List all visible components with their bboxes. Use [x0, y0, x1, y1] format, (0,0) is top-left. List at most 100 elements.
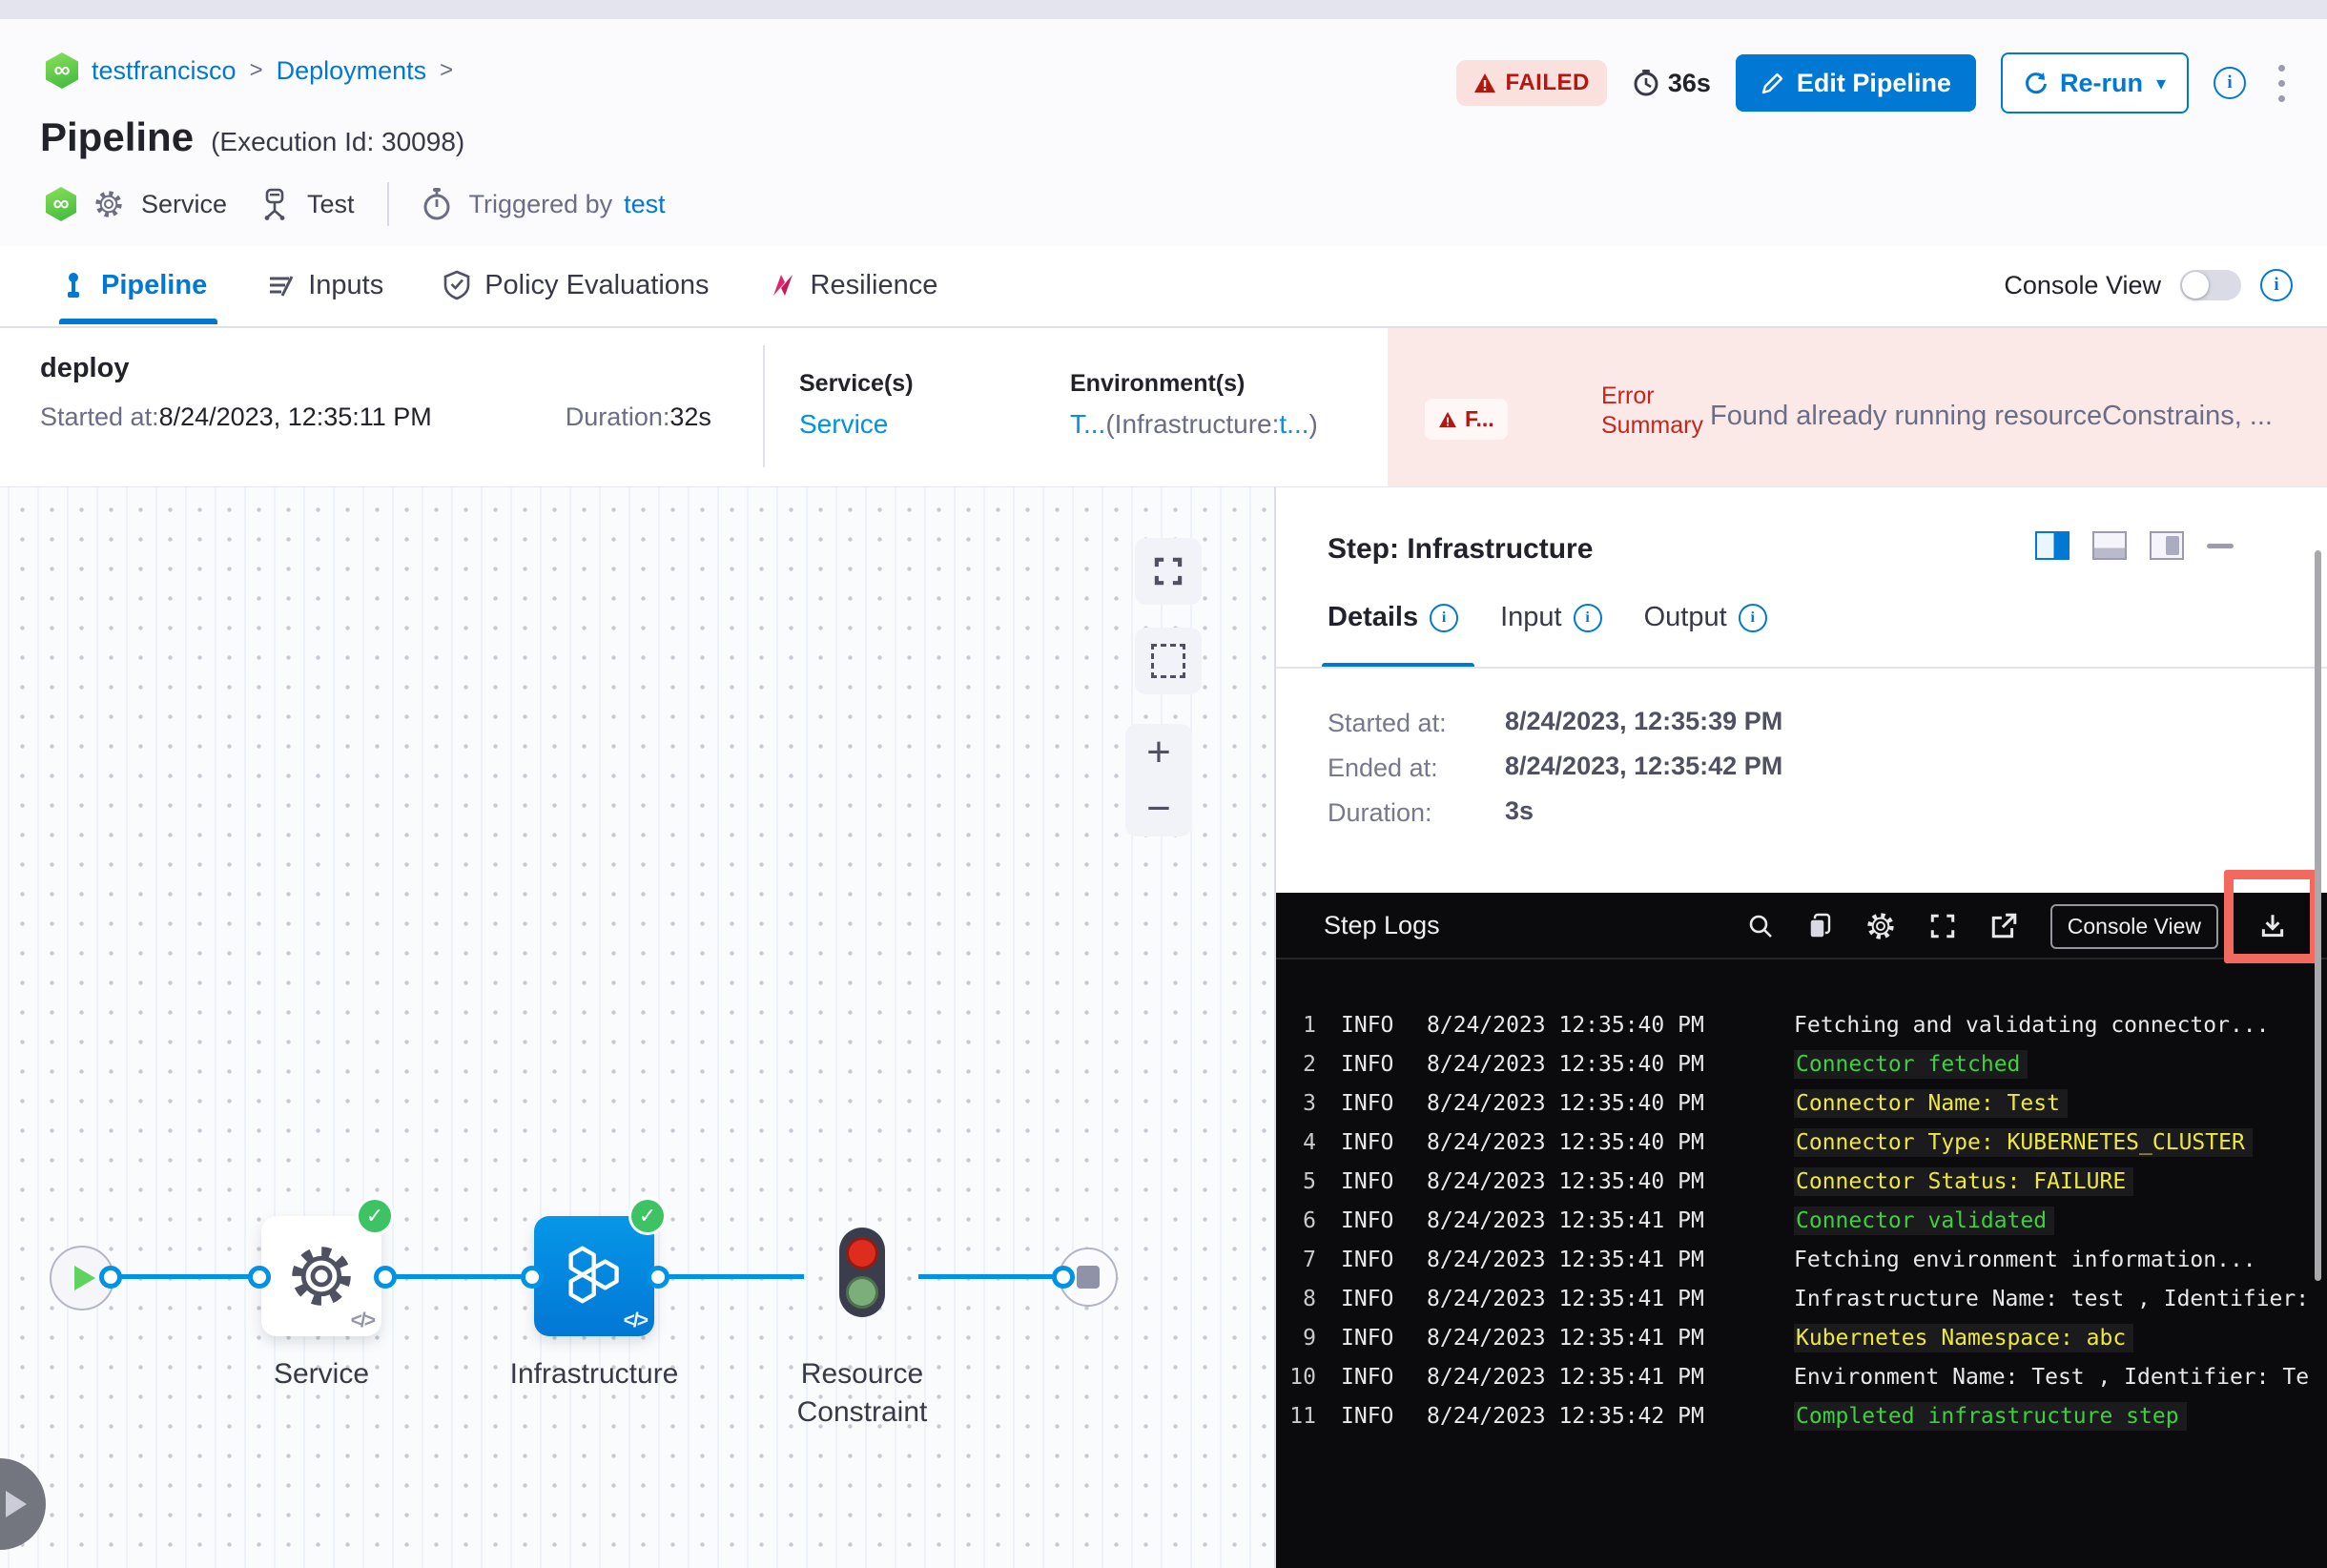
tab-details-label: Details [1328, 602, 1419, 632]
tab-output[interactable]: Output i [1644, 602, 1767, 633]
open-logs-new-tab-button[interactable] [1989, 912, 2018, 940]
console-view-toggle[interactable] [2180, 270, 2241, 300]
download-logs-button[interactable] [2251, 912, 2295, 940]
zoom-controls: + − [1125, 724, 1192, 836]
meta-test-label[interactable]: Test [307, 189, 355, 218]
output-info-icon[interactable]: i [1738, 603, 1767, 632]
log-line-number: 9 [1303, 1325, 1316, 1351]
input-info-icon[interactable]: i [1573, 603, 1602, 632]
gear-icon [1867, 913, 1894, 939]
code-mark: </> [623, 1310, 649, 1331]
copy-logs-button[interactable] [1806, 912, 1833, 940]
minimize-panel-button[interactable] [2207, 543, 2234, 548]
log-line-level: INFO [1341, 1012, 1394, 1038]
layout-right-panel-icon[interactable] [2150, 531, 2184, 560]
log-line-message: Kubernetes Namespace: abc [1794, 1323, 2134, 1352]
main-content: ✓ </> Service ✓ </> Infrastructure [0, 486, 2327, 1568]
warning-triangle-icon [1473, 73, 1495, 93]
warning-triangle-icon [1439, 411, 1456, 427]
panel-scrollbar-thumb[interactable] [2315, 550, 2321, 1281]
tab-details[interactable]: Details i [1328, 602, 1459, 633]
stage-failed-badge: F... [1425, 399, 1508, 440]
services-label: Service(s) [799, 370, 914, 397]
log-line-message: Connector fetched [1794, 1049, 2028, 1079]
divider [1276, 667, 2327, 669]
log-line-message: Connector validated [1794, 1206, 2055, 1235]
tab-resilience[interactable]: Resilience [769, 269, 938, 301]
details-info-icon[interactable]: i [1430, 603, 1459, 632]
log-line-level: INFO [1341, 1207, 1394, 1233]
layout-horizontal-split-icon[interactable] [2092, 531, 2127, 560]
search-logs-button[interactable] [1747, 913, 1774, 939]
edit-pipeline-label: Edit Pipeline [1796, 68, 1951, 97]
error-summary-label: Error Summary [1601, 382, 1703, 439]
log-line-level: INFO [1341, 1364, 1394, 1390]
tab-input[interactable]: Input i [1500, 602, 1602, 633]
gear-icon [95, 191, 122, 217]
trigger-user-link[interactable]: test [624, 189, 666, 218]
tab-pipeline[interactable]: Pipeline [59, 270, 207, 301]
triggered-by-label: Triggered by [468, 189, 613, 218]
fullscreen-canvas-button[interactable] [1135, 538, 1202, 605]
field-ended-value: 8/24/2023, 12:35:42 PM [1505, 752, 1783, 780]
console-view-control: Console View i [2004, 246, 2293, 324]
execution-tabbar: Pipeline Inputs Policy Evaluations [0, 246, 2327, 328]
service-link[interactable]: Service [799, 409, 889, 439]
tab-policy-evaluations[interactable]: Policy Evaluations [443, 270, 710, 301]
field-ended-label: Ended at: [1328, 753, 1438, 782]
infrastructure-step-node[interactable]: ✓ </> [534, 1200, 664, 1336]
field-started-value: 8/24/2023, 12:35:39 PM [1505, 707, 1783, 735]
top-strip [0, 0, 2327, 19]
duration-label: Duration: [565, 402, 670, 431]
service-node-label: Service [273, 1358, 370, 1390]
breadcrumb-project-link[interactable]: testfrancisco [92, 55, 237, 85]
tab-inputs[interactable]: Inputs [266, 270, 383, 301]
log-line-level: INFO [1341, 1325, 1394, 1351]
log-line-timestamp: 8/24/2023 12:35:40 PM [1427, 1090, 1704, 1116]
log-line-number: 10 [1289, 1364, 1316, 1390]
success-check-icon: ✓ [359, 1200, 391, 1232]
resource-constraint-step-node[interactable] [839, 1228, 885, 1317]
edit-pipeline-button[interactable]: Edit Pipeline [1735, 54, 1976, 112]
log-settings-button[interactable] [1865, 911, 1896, 941]
zoom-out-button[interactable]: − [1146, 784, 1171, 832]
zoom-in-button[interactable]: + [1146, 728, 1171, 775]
environment-link[interactable]: T... [1070, 409, 1106, 439]
rerun-label: Re-run [2059, 68, 2143, 97]
layout-vertical-split-icon[interactable] [2035, 531, 2070, 560]
pencil-icon [1761, 72, 1783, 94]
environments-label: Environment(s) [1070, 370, 1246, 397]
meta-service-label[interactable]: Service [141, 189, 228, 218]
shield-check-icon [443, 270, 470, 300]
log-line-level: INFO [1341, 1403, 1394, 1429]
rerun-info-icon[interactable]: i [2214, 67, 2246, 99]
pipeline-icon [68, 273, 79, 298]
header-controls: FAILED 36s Edit Pipeline [1455, 52, 2293, 113]
bottom-drawer-handle[interactable] [0, 1458, 46, 1550]
log-line-message: Fetching and validating connector... [1794, 1012, 2270, 1038]
console-view-info-icon[interactable]: i [2260, 269, 2293, 301]
pipeline-graph-canvas[interactable]: ✓ </> Service ✓ </> Infrastructure [0, 487, 1274, 1568]
service-step-node[interactable]: ✓ </> [261, 1200, 391, 1336]
resource-constraint-label-line1: Resource [800, 1358, 924, 1390]
copy-icon [1809, 913, 1830, 939]
selection-mode-button[interactable] [1135, 628, 1202, 694]
graph-edge [658, 1274, 804, 1279]
annotation-highlight-box [2224, 870, 2319, 963]
step-logs-header: Step Logs [1276, 870, 2327, 963]
log-line-timestamp: 8/24/2023 12:35:41 PM [1427, 1247, 1704, 1272]
more-options-menu[interactable] [2271, 61, 2293, 106]
infrastructure-link[interactable]: t... [1279, 409, 1309, 439]
breadcrumb-deployments-link[interactable]: Deployments [276, 55, 427, 85]
fullscreen-logs-button[interactable] [1928, 912, 1957, 940]
tab-output-label: Output [1643, 602, 1727, 632]
rerun-button[interactable]: Re-run ▾ [2000, 52, 2189, 113]
tab-resilience-label: Resilience [810, 269, 938, 300]
log-line-number: 2 [1303, 1051, 1316, 1077]
console-view-button[interactable]: Console View [2049, 903, 2218, 949]
